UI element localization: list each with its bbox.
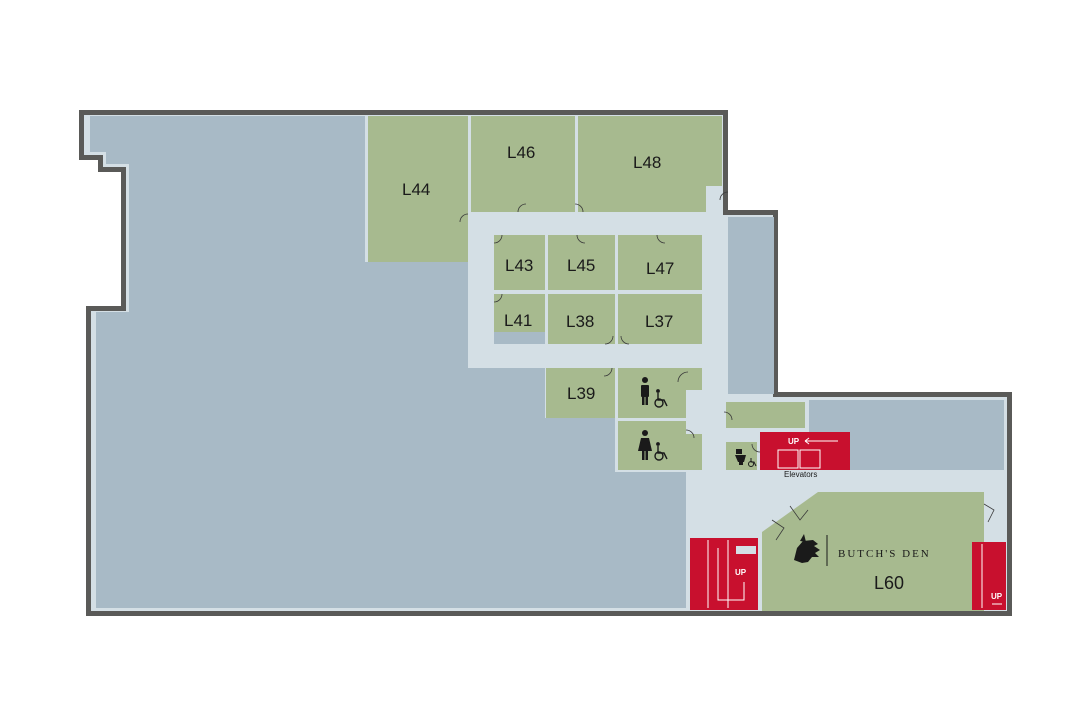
elevator-bank[interactable] <box>760 432 850 470</box>
room-l39[interactable] <box>546 368 615 418</box>
room-l43[interactable] <box>494 235 545 290</box>
room-east-small <box>726 402 805 428</box>
venue-name: BUTCH'S DEN <box>838 548 931 560</box>
open-area-east-strip <box>728 217 774 394</box>
toilet-icon <box>735 449 746 465</box>
stairs-east-up-label: UP <box>991 592 1003 601</box>
stairs-west-up-label: UP <box>735 568 747 577</box>
mens-restroom-icon <box>641 377 649 405</box>
stairs-east[interactable] <box>972 542 1006 610</box>
wheelchair-icon-3 <box>748 458 757 467</box>
room-l41[interactable] <box>494 294 545 332</box>
womens-restroom[interactable] <box>618 421 702 470</box>
wheelchair-icon-2 <box>654 442 668 461</box>
womens-restroom-icon <box>638 430 652 460</box>
room-label-l44: L44 <box>402 180 430 199</box>
elevator-up-label: UP <box>788 437 800 446</box>
room-label-l60: L60 <box>874 573 904 593</box>
room-label-l47: L47 <box>646 259 674 278</box>
cougar-head-icon <box>794 534 820 563</box>
room-label-l46: L46 <box>507 143 535 162</box>
elevator-2 <box>799 449 821 469</box>
room-label-l48: L48 <box>633 153 661 172</box>
room-l37[interactable] <box>618 294 702 344</box>
room-l60[interactable] <box>762 492 984 611</box>
room-l44[interactable] <box>368 116 468 262</box>
wheelchair-icon <box>654 389 668 408</box>
elevator-1 <box>777 449 799 469</box>
room-l41-annex <box>494 332 545 344</box>
door-swings <box>459 191 995 541</box>
mens-restroom[interactable] <box>618 368 702 418</box>
room-label-l37: L37 <box>645 312 673 331</box>
elevators-label: Elevators <box>784 470 817 479</box>
room-label-l39: L39 <box>567 384 595 403</box>
room-l46[interactable] <box>471 116 575 212</box>
room-label-l41: L41 <box>504 311 532 330</box>
room-label-l38: L38 <box>566 312 594 331</box>
room-label-l45: L45 <box>567 256 595 275</box>
room-l48[interactable] <box>578 116 722 212</box>
room-l38[interactable] <box>548 294 615 344</box>
room-l45[interactable] <box>548 235 615 290</box>
room-label-l43: L43 <box>505 256 533 275</box>
elevator-up-arrowhead <box>804 437 810 445</box>
stairs-west-landing <box>736 546 756 554</box>
room-l47[interactable] <box>618 235 702 290</box>
open-area-west <box>90 116 686 608</box>
stairs-west-arrow <box>717 548 745 601</box>
